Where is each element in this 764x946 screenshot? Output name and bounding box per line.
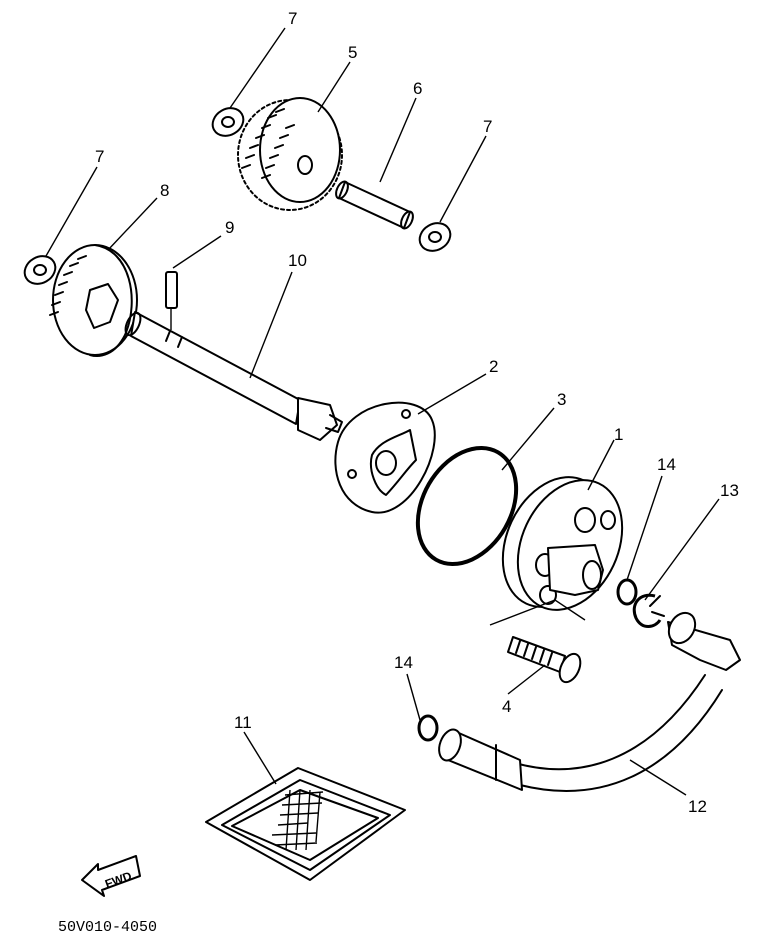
pin-6 bbox=[335, 180, 414, 230]
label-part-11: 11 bbox=[234, 713, 252, 732]
washer-7-right bbox=[418, 222, 452, 252]
leader-lines bbox=[45, 27, 720, 796]
gear-5 bbox=[237, 97, 343, 211]
washer-7-top bbox=[211, 107, 245, 137]
pipe-12 bbox=[438, 611, 741, 792]
o-ring-14-upper bbox=[616, 578, 638, 606]
label-part-7-left: 7 bbox=[95, 147, 104, 166]
screw-4 bbox=[507, 636, 582, 684]
o-ring-14-lower bbox=[417, 714, 439, 742]
o-ring-3 bbox=[415, 445, 519, 567]
label-part-1: 1 bbox=[614, 425, 623, 444]
washer-7-left bbox=[23, 255, 57, 285]
label-part-14-upper: 14 bbox=[657, 455, 676, 474]
dowel-pin-9 bbox=[165, 271, 178, 330]
figure-code: 50V010-4050 bbox=[58, 919, 157, 936]
label-part-10: 10 bbox=[288, 251, 307, 270]
label-part-2: 2 bbox=[489, 357, 498, 376]
plate-2 bbox=[334, 401, 436, 514]
label-part-9: 9 bbox=[225, 218, 234, 237]
label-part-7-right: 7 bbox=[483, 117, 492, 136]
label-part-14-lower: 14 bbox=[394, 653, 413, 672]
label-part-12: 12 bbox=[688, 797, 707, 816]
label-part-3: 3 bbox=[557, 390, 566, 409]
label-part-13: 13 bbox=[720, 481, 739, 500]
guide-line-part-4 bbox=[489, 599, 586, 626]
label-part-5: 5 bbox=[348, 43, 357, 62]
gear-8 bbox=[49, 244, 138, 357]
label-part-7-top: 7 bbox=[288, 9, 297, 28]
label-part-4: 4 bbox=[502, 697, 511, 716]
pump-housing-1 bbox=[501, 476, 624, 611]
label-part-6: 6 bbox=[413, 79, 422, 98]
forward-direction-arrow-icon: FWD bbox=[81, 855, 141, 897]
label-part-8: 8 bbox=[160, 181, 169, 200]
shaft-10 bbox=[124, 311, 343, 441]
strainer-11 bbox=[205, 767, 406, 881]
circlip-13 bbox=[632, 593, 665, 628]
part-number-labels: 7 5 6 7 7 8 9 10 2 3 1 14 13 4 14 11 12 bbox=[95, 9, 739, 816]
